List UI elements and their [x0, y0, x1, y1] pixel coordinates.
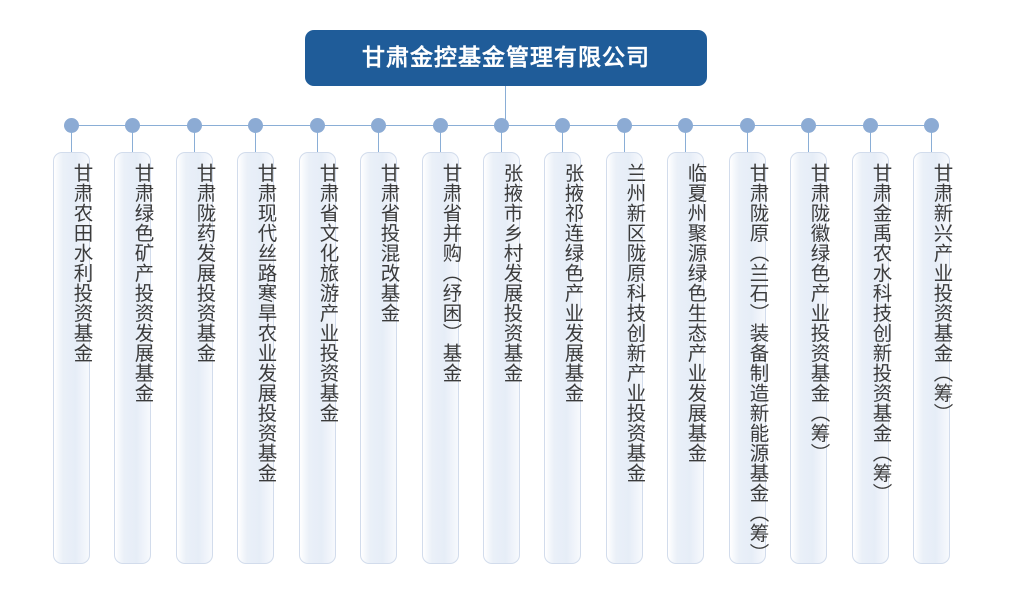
- node-dot[interactable]: [555, 118, 570, 133]
- leaf-node-fund[interactable]: 张掖祁连绿色产业发展基金: [544, 152, 584, 564]
- leaf-node-label: 甘肃省并购（纾困）基金: [439, 163, 462, 383]
- leaf-node-fund[interactable]: 甘肃新兴产业投资基金（筹）: [913, 152, 953, 564]
- leaf-node-label: 张掖市乡村发展投资基金: [500, 163, 523, 383]
- drop-connector: [931, 132, 932, 153]
- leaf-node-fund[interactable]: 甘肃省文化旅游产业投资基金: [299, 152, 339, 564]
- drop-connector: [132, 132, 133, 153]
- leaf-node-fund[interactable]: 甘肃陇药发展投资基金: [176, 152, 216, 564]
- node-dot[interactable]: [617, 118, 632, 133]
- node-dot[interactable]: [64, 118, 79, 133]
- drop-connector: [747, 132, 748, 153]
- drop-connector: [71, 132, 72, 153]
- leaf-node-fund[interactable]: 甘肃现代丝路寒旱农业发展投资基金: [237, 152, 277, 564]
- leaf-node-fund[interactable]: 甘肃陇徽绿色产业投资基金（筹）: [790, 152, 830, 564]
- drop-connector: [317, 132, 318, 153]
- drop-connector: [378, 132, 379, 153]
- leaf-node-label: 甘肃陇药发展投资基金: [193, 163, 216, 363]
- node-dot[interactable]: [125, 118, 140, 133]
- leaf-node-fund[interactable]: 甘肃省投混改基金: [360, 152, 400, 564]
- leaf-node-label: 甘肃省投混改基金: [377, 163, 400, 323]
- leaf-node-label: 甘肃新兴产业投资基金（筹）: [930, 163, 953, 423]
- leaf-node-fund[interactable]: 甘肃金禹农水科技创新投资基金（筹）: [852, 152, 892, 564]
- node-dot[interactable]: [187, 118, 202, 133]
- leaf-node-label: 临夏州聚源绿色生态产业发展基金: [684, 163, 707, 463]
- node-dot[interactable]: [248, 118, 263, 133]
- drop-connector: [624, 132, 625, 153]
- node-dot[interactable]: [678, 118, 693, 133]
- drop-connector: [808, 132, 809, 153]
- leaf-node-label: 甘肃陇徽绿色产业投资基金（筹）: [807, 163, 830, 463]
- node-dot[interactable]: [433, 118, 448, 133]
- leaf-node-label: 甘肃绿色矿产投资发展基金: [131, 163, 154, 403]
- drop-connector: [255, 132, 256, 153]
- drop-connector: [501, 132, 502, 153]
- node-dot[interactable]: [740, 118, 755, 133]
- leaf-node-fund[interactable]: 临夏州聚源绿色生态产业发展基金: [667, 152, 707, 564]
- root-node-label: 甘肃金控基金管理有限公司: [362, 44, 650, 71]
- drop-connector: [562, 132, 563, 153]
- node-dot[interactable]: [863, 118, 878, 133]
- node-dot[interactable]: [801, 118, 816, 133]
- leaf-node-fund[interactable]: 兰州新区陇原科技创新产业投资基金: [606, 152, 646, 564]
- leaf-node-label: 兰州新区陇原科技创新产业投资基金: [623, 163, 646, 483]
- leaf-node-label: 甘肃金禹农水科技创新投资基金（筹）: [869, 163, 892, 503]
- drop-connector: [194, 132, 195, 153]
- leaf-node-label: 甘肃农田水利投资基金: [70, 163, 93, 363]
- leaf-node-fund[interactable]: 甘肃农田水利投资基金: [53, 152, 93, 564]
- leaf-node-fund[interactable]: 张掖市乡村发展投资基金: [483, 152, 523, 564]
- leaf-node-fund[interactable]: 甘肃陇原（兰石）装备制造新能源基金（筹）: [729, 152, 769, 564]
- leaf-node-fund[interactable]: 甘肃绿色矿产投资发展基金: [114, 152, 154, 564]
- leaf-node-fund[interactable]: 甘肃省并购（纾困）基金: [422, 152, 462, 564]
- leaf-node-label: 甘肃陇原（兰石）装备制造新能源基金（筹）: [746, 163, 769, 563]
- node-dot[interactable]: [924, 118, 939, 133]
- leaf-node-label: 甘肃现代丝路寒旱农业发展投资基金: [254, 163, 277, 483]
- node-dot[interactable]: [494, 118, 509, 133]
- node-dot[interactable]: [371, 118, 386, 133]
- leaf-node-label: 张掖祁连绿色产业发展基金: [561, 163, 584, 403]
- root-node-company[interactable]: 甘肃金控基金管理有限公司: [305, 30, 707, 86]
- drop-connector: [870, 132, 871, 153]
- drop-connector: [440, 132, 441, 153]
- trunk-connector: [505, 86, 506, 125]
- node-dot[interactable]: [310, 118, 325, 133]
- drop-connector: [685, 132, 686, 153]
- leaf-node-label: 甘肃省文化旅游产业投资基金: [316, 163, 339, 423]
